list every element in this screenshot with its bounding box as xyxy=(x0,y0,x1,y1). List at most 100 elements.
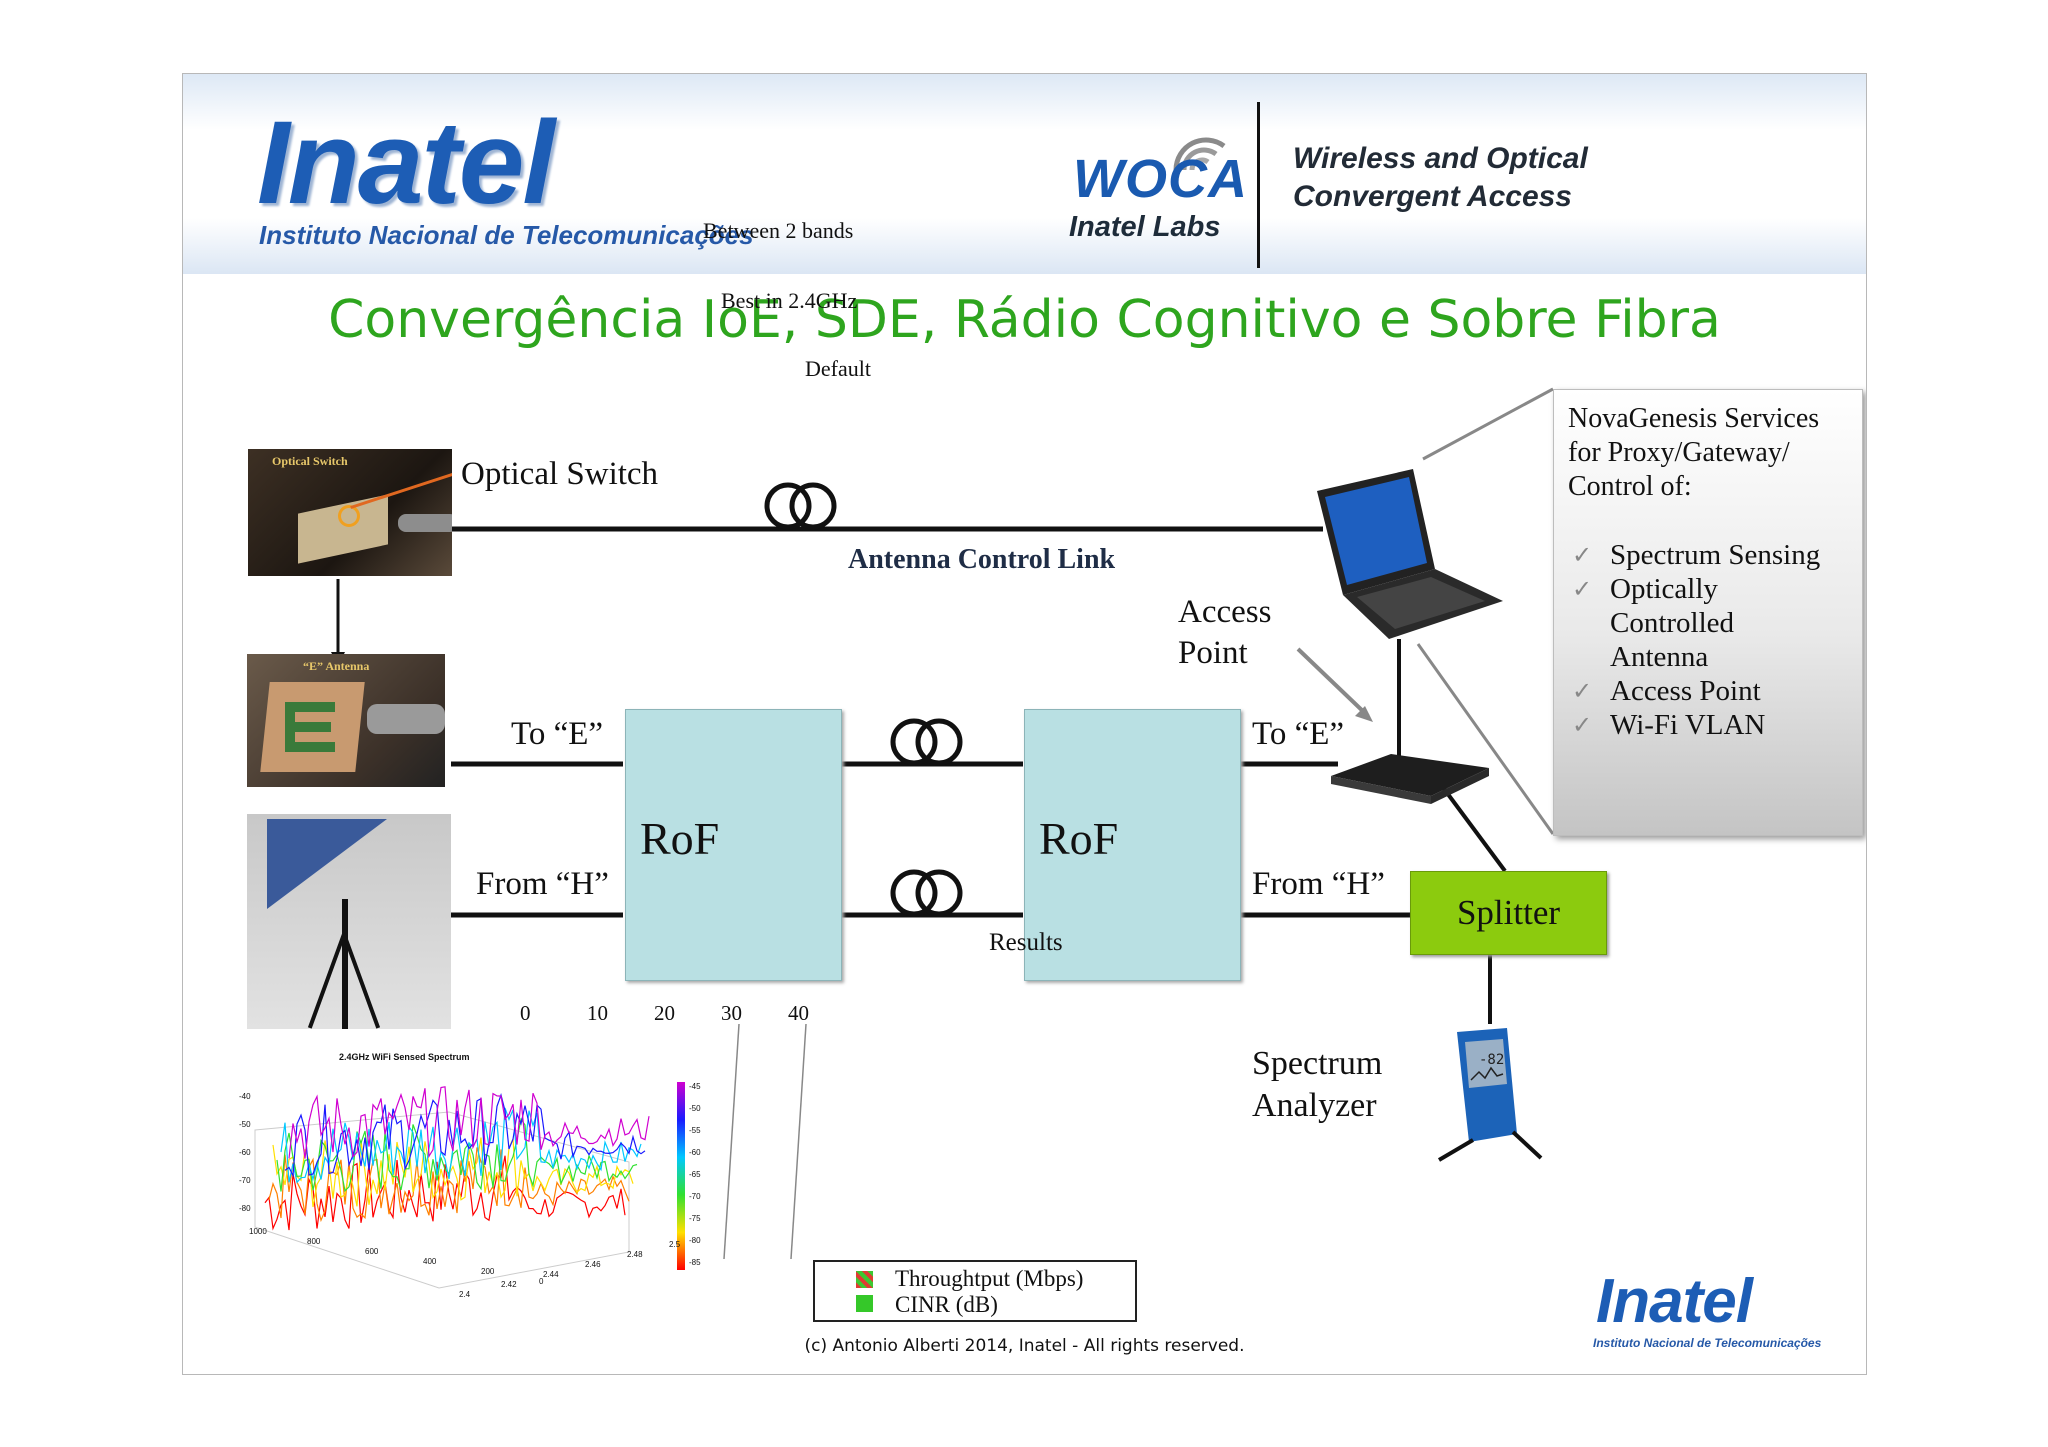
rof-right-box: RoF xyxy=(1024,709,1241,981)
freq-tick-label: 2.44 xyxy=(543,1270,559,1279)
list-item: ✓Access Point xyxy=(1572,675,1761,707)
z-tick-label: -60 xyxy=(239,1148,251,1157)
spectrum-analyzer-icon: -82 xyxy=(1437,1028,1543,1162)
footer-inatel-subtitle: Instituto Nacional de Telecomunicações xyxy=(1593,1336,1822,1350)
category-label: Between 2 bands xyxy=(703,218,854,243)
laptop-icon xyxy=(1317,469,1503,639)
spectrum-trace xyxy=(288,1086,650,1159)
freq-tick-label: 2.48 xyxy=(627,1250,643,1259)
legend-swatch-throughput xyxy=(856,1271,873,1288)
time-tick-label: 400 xyxy=(423,1257,437,1266)
colorbar-tick-label: -75 xyxy=(689,1214,701,1223)
from-h-right-label: From “H” xyxy=(1252,866,1385,902)
chart-legend: Throughtput (Mbps) CINR (dB) xyxy=(813,1260,1137,1322)
spectrum-plot-surface xyxy=(254,1082,685,1289)
optical-switch-photo: Optical Switch xyxy=(248,449,452,576)
check-icon: ✓ xyxy=(1572,541,1593,569)
header-divider xyxy=(1257,102,1260,268)
fiber-coil-icon xyxy=(764,482,837,530)
colorbar-tick-label: -45 xyxy=(689,1082,701,1091)
z-tick-label: -40 xyxy=(239,1092,251,1101)
rof-right-label: RoF xyxy=(1039,813,1119,864)
time-tick-label: 1000 xyxy=(249,1227,267,1236)
check-icon: ✓ xyxy=(1572,677,1593,705)
spectrum-analyzer-label-line-2: Analyzer xyxy=(1252,1087,1377,1124)
time-tick-label: 800 xyxy=(307,1237,321,1246)
colorbar-tick-label: -65 xyxy=(689,1170,701,1179)
lab-name: Inatel Labs xyxy=(1069,211,1221,243)
x-tick-label: 10 xyxy=(587,1001,608,1025)
results-chart xyxy=(723,1024,807,1260)
colorbar-tick-label: -85 xyxy=(689,1258,701,1267)
category-label: Best in 2.4GHz xyxy=(721,288,858,313)
colorbar-tick-label: -80 xyxy=(689,1236,701,1245)
from-h-left-label: From “H” xyxy=(476,866,609,902)
inatel-logo-subtitle: Instituto Nacional de Telecomunicações xyxy=(259,220,754,250)
spectrum-analyzer-label-line-1: Spectrum xyxy=(1252,1045,1383,1082)
legend-swatch-cinr xyxy=(856,1295,873,1312)
copyright-text: (c) Antonio Alberti 2014, Inatel - All r… xyxy=(804,1336,1245,1356)
time-tick-label: 200 xyxy=(481,1267,495,1276)
colorbar-tick-label: -55 xyxy=(689,1126,701,1135)
woca-logo: WOCA xyxy=(1073,149,1248,209)
analyzer-readout: -82 xyxy=(1479,1052,1504,1068)
spectrum-plot: 2.4GHz WiFi Sensed Spectrum -40 -50 -60 -70… xyxy=(209,1052,729,1307)
spectrum-trace xyxy=(284,1093,646,1178)
panel-heading-line-2: for Proxy/Gateway/ xyxy=(1568,437,1790,468)
chart-title: Results xyxy=(989,929,1063,956)
splitter-box: Splitter xyxy=(1410,871,1607,955)
colorbar-tick-label: -50 xyxy=(689,1104,701,1113)
legend-label-cinr: CINR (dB) xyxy=(895,1292,998,1317)
rof-left-box: RoF xyxy=(625,709,842,981)
gridline xyxy=(723,1024,740,1260)
slide: Inatel Instituto Nacional de Telecomunic… xyxy=(182,73,1867,1375)
category-label: Default xyxy=(805,356,871,381)
optical-switch-label: Optical Switch xyxy=(461,456,659,492)
fiber-coil-icon xyxy=(890,869,963,917)
x-tick-label: 20 xyxy=(654,1001,675,1025)
freq-tick-label: 2.42 xyxy=(501,1280,517,1289)
header-banner: Inatel Instituto Nacional de Telecomunic… xyxy=(183,74,1866,274)
list-item: ✓Spectrum Sensing xyxy=(1572,539,1821,571)
spectrum-trace xyxy=(280,1107,642,1184)
novagenesis-panel: NovaGenesis Services for Proxy/Gateway/ … xyxy=(1553,389,1863,836)
check-icon: ✓ xyxy=(1572,575,1593,603)
list-item: ✓Wi-Fi VLAN xyxy=(1572,709,1766,741)
access-point-icon xyxy=(1331,754,1489,804)
rof-left-label: RoF xyxy=(640,813,720,864)
to-e-right-label: To “E” xyxy=(1252,716,1345,752)
access-point-label-line-2: Point xyxy=(1178,635,1248,671)
tagline-line-2: Convergent Access xyxy=(1293,180,1572,213)
panel-heading-line-1: NovaGenesis Services xyxy=(1568,403,1820,434)
h-antenna-photo xyxy=(247,814,451,1029)
access-point-label-line-1: Access xyxy=(1178,594,1272,630)
to-e-left-label: To “E” xyxy=(511,716,604,752)
x-tick-label: 0 xyxy=(520,1001,531,1025)
slide-title: Convergência IoE, SDE, Rádio Cognitivo e… xyxy=(328,290,1721,350)
z-tick-label: -70 xyxy=(239,1176,251,1185)
wifi-signal-icon xyxy=(1173,137,1226,171)
access-point-arrow-icon xyxy=(1355,706,1373,722)
freq-tick-label: 2.46 xyxy=(585,1260,601,1269)
e-antenna-photo: “E” Antenna xyxy=(247,654,445,787)
freq-tick-label: 2.4 xyxy=(459,1290,471,1299)
colorbar-tick-label: -70 xyxy=(689,1192,701,1201)
optical-switch-photo-caption: Optical Switch xyxy=(272,454,348,468)
fiber-coil-icon xyxy=(890,718,963,766)
spectrum-plot-title: 2.4GHz WiFi Sensed Spectrum xyxy=(339,1052,470,1062)
tagline-line-1: Wireless and Optical xyxy=(1293,142,1588,175)
freq-tick-label: 2.5 xyxy=(669,1240,681,1249)
legend-label-throughput: Throughtput (Mbps) xyxy=(895,1266,1084,1291)
panel-heading-line-3: Control of: xyxy=(1568,471,1692,502)
x-tick-label: 40 xyxy=(788,1001,809,1025)
time-tick-label: 0 xyxy=(539,1277,544,1286)
e-antenna-photo-caption: “E” Antenna xyxy=(303,659,370,673)
z-tick-label: -50 xyxy=(239,1120,251,1129)
z-tick-label: -80 xyxy=(239,1204,251,1213)
gridline xyxy=(790,1024,807,1260)
x-tick-label: 30 xyxy=(721,1001,742,1025)
footer-inatel-logo: Inatel xyxy=(1596,1267,1753,1336)
antenna-control-link-label: Antenna Control Link xyxy=(848,544,1116,575)
